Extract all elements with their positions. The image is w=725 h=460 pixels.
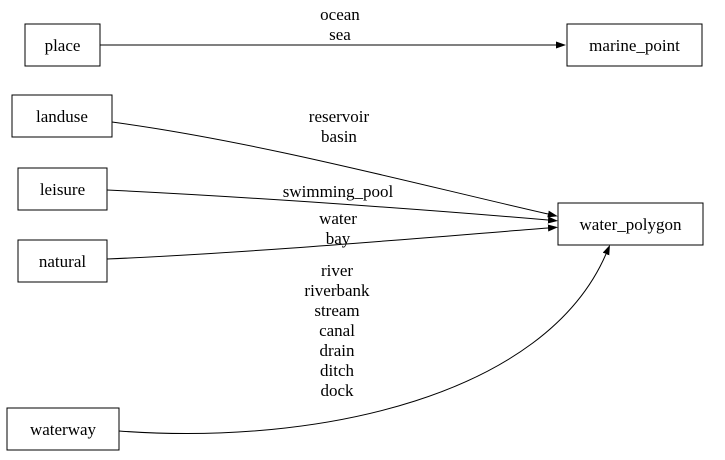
edge-line-leisure-water-polygon bbox=[106, 189, 558, 224]
node-waterway: waterway bbox=[6, 407, 120, 451]
node-landuse-box bbox=[11, 94, 113, 138]
edge-label-dock: dock bbox=[320, 381, 354, 400]
edge-label-reservoir: reservoir bbox=[309, 107, 370, 126]
edge-label-water: water bbox=[319, 209, 357, 228]
edge-label-swimming-pool: swimming_pool bbox=[283, 182, 394, 201]
node-natural: natural bbox=[17, 239, 108, 283]
node-leisure-label: leisure bbox=[40, 180, 85, 199]
node-place-box bbox=[24, 23, 101, 67]
node-water-polygon-box bbox=[557, 202, 704, 246]
node-place: place bbox=[24, 23, 101, 67]
node-natural-box bbox=[17, 239, 108, 283]
node-leisure: leisure bbox=[17, 167, 108, 211]
edge-label-ocean: ocean bbox=[320, 5, 360, 24]
node-landuse-label: landuse bbox=[36, 107, 88, 126]
node-waterway-label: waterway bbox=[30, 420, 97, 439]
node-marine-point-box bbox=[566, 23, 703, 67]
edge-line-waterway-water-polygon bbox=[118, 244, 610, 435]
node-waterway-box bbox=[6, 407, 120, 451]
edge-line-natural-water-polygon bbox=[106, 224, 558, 260]
edge-waterway-to-water-polygon: river riverbank stream canal drain ditch… bbox=[118, 244, 610, 435]
edge-label-drain: drain bbox=[320, 341, 355, 360]
edge-landuse-to-water-polygon: reservoir basin bbox=[111, 107, 558, 218]
node-marine-point: marine_point bbox=[566, 23, 703, 67]
edge-natural-to-water-polygon: water bay bbox=[106, 209, 558, 260]
edge-label-sea: sea bbox=[329, 25, 351, 44]
edge-label-stream: stream bbox=[314, 301, 359, 320]
node-water-polygon: water_polygon bbox=[557, 202, 704, 246]
edge-label-canal: canal bbox=[319, 321, 355, 340]
edge-label-riverbank: riverbank bbox=[304, 281, 370, 300]
edge-label-basin: basin bbox=[321, 127, 357, 146]
node-water-polygon-label: water_polygon bbox=[580, 215, 682, 234]
edge-label-ditch: ditch bbox=[320, 361, 354, 380]
node-natural-label: natural bbox=[39, 252, 86, 271]
edge-leisure-to-water-polygon: swimming_pool bbox=[106, 182, 558, 224]
node-landuse: landuse bbox=[11, 94, 113, 138]
node-marine-point-label: marine_point bbox=[589, 36, 680, 55]
node-leisure-box bbox=[17, 167, 108, 211]
edge-line-landuse-water-polygon bbox=[111, 121, 558, 218]
edge-label-river: river bbox=[321, 261, 353, 280]
edge-label-bay: bay bbox=[326, 229, 351, 248]
edge-place-to-marine-point: ocean sea bbox=[100, 5, 566, 49]
node-place-label: place bbox=[45, 36, 81, 55]
